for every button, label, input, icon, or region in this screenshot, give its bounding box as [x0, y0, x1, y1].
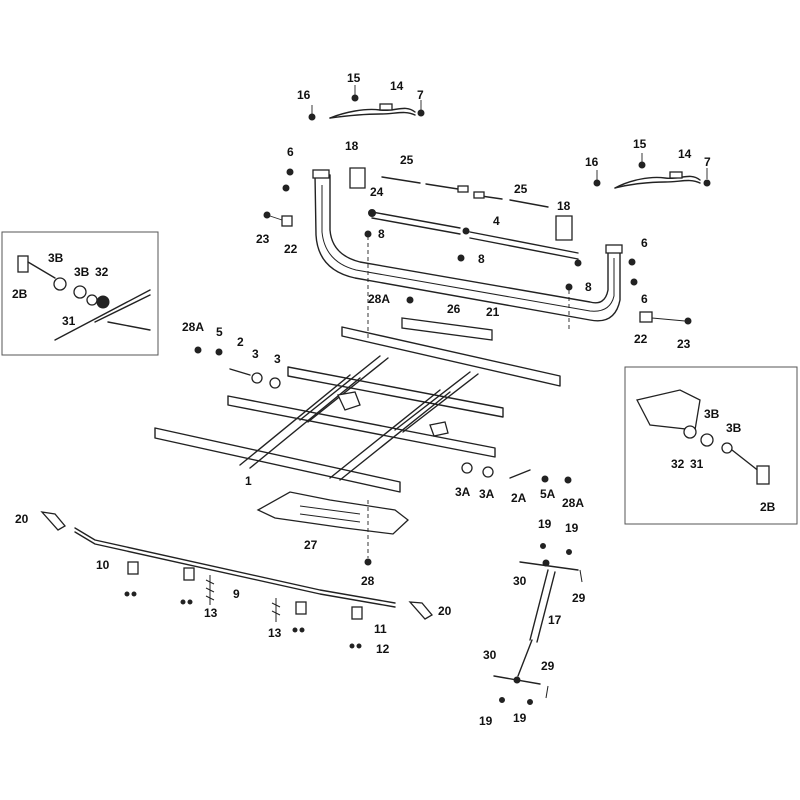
- base-frame-1: [154, 326, 561, 493]
- inset-detail-right: [624, 366, 798, 525]
- bracket-18: [349, 167, 573, 241]
- label-8-b: 8: [478, 252, 485, 266]
- label-15: 15: [347, 71, 361, 85]
- label-15-b: 15: [633, 137, 647, 151]
- label-3a: 3A: [455, 485, 471, 499]
- label-inset-2b: 2B: [12, 287, 28, 301]
- label-19: 19: [538, 517, 552, 531]
- label-28a-b: 28A: [182, 320, 204, 334]
- rear-frame-21: [312, 169, 623, 322]
- label-19-b: 19: [565, 521, 579, 535]
- label-24: 24: [370, 185, 384, 199]
- hardware-6-8-22-23-24: [263, 168, 692, 340]
- label-18: 18: [345, 139, 359, 153]
- label-19-d: 19: [513, 711, 527, 725]
- label-8: 8: [378, 227, 385, 241]
- label-4: 4: [493, 214, 500, 228]
- plate-27: [256, 491, 410, 566]
- label-13: 13: [204, 606, 218, 620]
- label-22-b: 22: [634, 332, 648, 346]
- label-11: 11: [374, 622, 387, 636]
- label-14-b: 14: [678, 147, 692, 161]
- label-3a-b: 3A: [479, 487, 495, 501]
- label-23-b: 23: [677, 337, 691, 351]
- label-19-c: 19: [479, 714, 493, 728]
- label-inset-32: 32: [95, 265, 109, 279]
- plate-26: [401, 317, 493, 341]
- label-20-b: 20: [438, 604, 452, 618]
- label-16-b: 16: [585, 155, 599, 169]
- label-14: 14: [390, 79, 404, 93]
- label-22: 22: [284, 242, 298, 256]
- label-inset-32-r: 32: [671, 457, 685, 471]
- label-10: 10: [96, 558, 110, 572]
- label-20: 20: [15, 512, 29, 526]
- label-30-b: 30: [483, 648, 497, 662]
- hardware-28a: [194, 296, 572, 484]
- gas-strut-17: [493, 543, 583, 705]
- label-inset-2b-r: 2B: [760, 500, 776, 514]
- label-inset-3b: 3B: [48, 251, 64, 265]
- label-6: 6: [287, 145, 294, 159]
- inset-detail-left: [1, 231, 159, 356]
- label-29-b: 29: [541, 659, 555, 673]
- label-29: 29: [572, 591, 586, 605]
- label-2: 2: [237, 335, 244, 349]
- label-5: 5: [216, 325, 223, 339]
- label-5a: 5A: [540, 487, 556, 501]
- rods-25-4: [371, 176, 582, 267]
- label-18-b: 18: [557, 199, 571, 213]
- label-2a: 2A: [511, 491, 527, 505]
- label-17: 17: [548, 613, 562, 627]
- label-1: 1: [245, 474, 252, 488]
- cable-assembly-right: [593, 153, 711, 189]
- label-12: 12: [376, 642, 390, 656]
- label-inset-31-r: 31: [690, 457, 704, 471]
- label-28: 28: [361, 574, 375, 588]
- label-8-c: 8: [585, 280, 592, 294]
- label-25: 25: [400, 153, 414, 167]
- label-inset-3b-r: 3B: [704, 407, 720, 421]
- cable-assembly-left: [308, 85, 425, 121]
- label-inset-3b-r2: 3B: [726, 421, 742, 435]
- label-3-b: 3: [274, 352, 281, 366]
- label-7: 7: [417, 88, 424, 102]
- label-26: 26: [447, 302, 461, 316]
- label-27: 27: [304, 538, 318, 552]
- label-6-c: 6: [641, 292, 648, 306]
- label-6-b: 6: [641, 236, 648, 250]
- label-28a-c: 28A: [562, 496, 584, 510]
- label-inset-3b-b: 3B: [74, 265, 90, 279]
- label-21: 21: [486, 305, 500, 319]
- rollers-2-3: [229, 368, 531, 479]
- label-inset-31: 31: [62, 314, 76, 328]
- label-23: 23: [256, 232, 270, 246]
- label-28a: 28A: [368, 292, 390, 306]
- label-9: 9: [233, 587, 240, 601]
- label-13-b: 13: [268, 626, 282, 640]
- label-7-b: 7: [704, 155, 711, 169]
- label-3: 3: [252, 347, 259, 361]
- linkage-rod-9: [40, 511, 433, 649]
- label-25-b: 25: [514, 182, 528, 196]
- label-30: 30: [513, 574, 527, 588]
- label-16: 16: [297, 88, 311, 102]
